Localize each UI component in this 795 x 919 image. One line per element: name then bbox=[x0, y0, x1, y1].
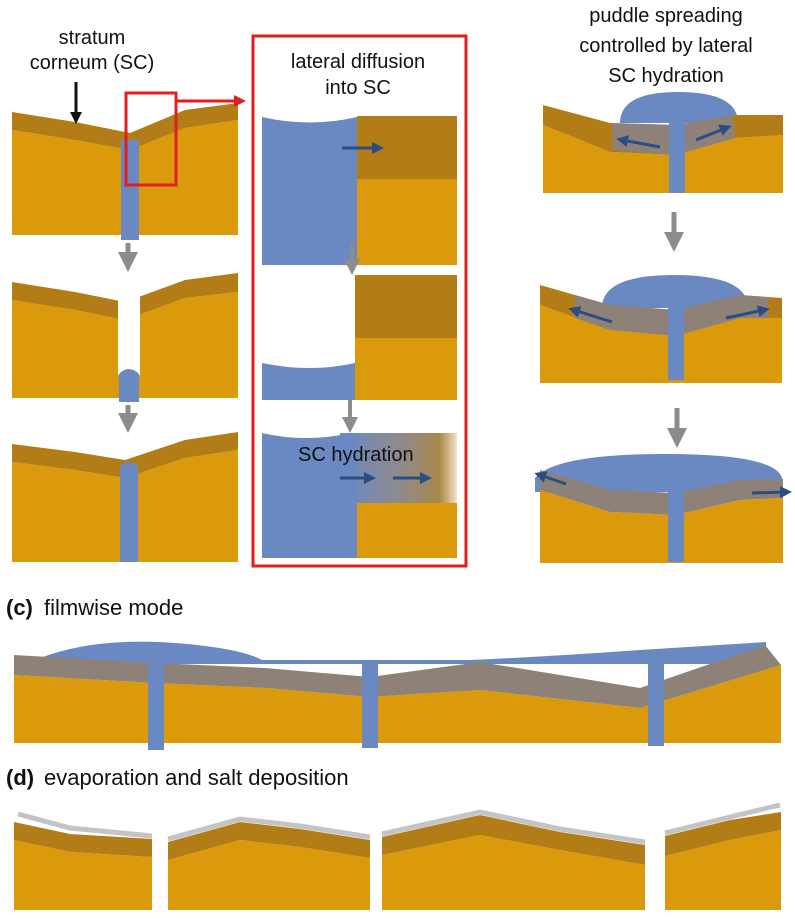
tissue-block bbox=[357, 503, 457, 558]
stratum-corneum-layer bbox=[12, 103, 238, 150]
puddle-water bbox=[535, 454, 782, 492]
zoom-panel-frame bbox=[251, 34, 468, 568]
skin-tissue bbox=[540, 490, 783, 563]
sweat-duct bbox=[668, 302, 684, 380]
spread-arrow bbox=[725, 305, 770, 320]
stratum-corneum-layer bbox=[12, 432, 238, 478]
spread-arrow bbox=[568, 306, 613, 324]
sweat-duct bbox=[668, 482, 684, 562]
skin-tissue bbox=[14, 665, 781, 743]
panel-d-segment-2 bbox=[167, 816, 371, 910]
label-sc-hydration: SC hydration bbox=[298, 444, 414, 466]
water-film bbox=[40, 641, 766, 664]
sweat-duct bbox=[119, 369, 139, 402]
label-puddle-2: controlled by lateral bbox=[579, 35, 752, 57]
sweat-duct bbox=[362, 664, 378, 748]
puddle-step1 bbox=[543, 92, 783, 193]
spread-arrow bbox=[616, 135, 661, 149]
label-puddle-1: puddle spreading bbox=[589, 5, 742, 27]
panel-d-segment-1 bbox=[14, 811, 153, 910]
sweat-duct bbox=[148, 664, 164, 750]
panel-d-title: evaporation and salt deposition bbox=[44, 765, 349, 790]
spread-arrow bbox=[695, 124, 732, 142]
panel-d-segment-4 bbox=[664, 802, 781, 910]
skin-tissue bbox=[665, 830, 781, 910]
stratum-corneum-block bbox=[355, 275, 457, 338]
skin-tissue bbox=[382, 835, 645, 910]
stratum-corneum-layer bbox=[14, 822, 152, 857]
label-puddle-3: SC hydration bbox=[608, 65, 724, 87]
panel-c-skin bbox=[14, 641, 781, 750]
panel-a-step3 bbox=[12, 432, 238, 562]
tissue-block bbox=[357, 179, 457, 265]
sweat-duct bbox=[648, 664, 664, 746]
stratum-corneum-layer bbox=[665, 812, 781, 856]
stratum-corneum-layer bbox=[12, 273, 238, 320]
sweat-duct bbox=[120, 462, 138, 562]
label-stratum: stratum bbox=[59, 27, 126, 49]
skin-tissue bbox=[14, 840, 152, 910]
zoom-step3: SC hydration bbox=[262, 433, 457, 558]
water-column bbox=[262, 363, 355, 400]
stratum-corneum-layer bbox=[168, 822, 370, 860]
label-lateral-diffusion: lateral diffusion bbox=[291, 51, 425, 73]
water-column bbox=[262, 117, 357, 265]
skin-tissue bbox=[543, 125, 783, 193]
salt-layer bbox=[17, 811, 153, 839]
hydrated-sc bbox=[540, 470, 783, 515]
panel-a-step2 bbox=[12, 273, 238, 402]
water-column bbox=[262, 433, 357, 558]
stratum-corneum-layer bbox=[382, 815, 645, 865]
salt-layer bbox=[167, 816, 371, 842]
hydrated-sc bbox=[14, 645, 781, 708]
spread-arrow bbox=[534, 471, 567, 486]
sweat-duct bbox=[669, 118, 685, 193]
skin-tissue bbox=[168, 840, 370, 910]
duct-gap bbox=[118, 285, 140, 375]
salt-layer bbox=[664, 802, 781, 836]
panel-d-segment-3 bbox=[381, 809, 646, 910]
panel-c-letter: (c) bbox=[6, 595, 33, 620]
puddle-step2 bbox=[540, 275, 782, 383]
skin-tissue bbox=[540, 305, 782, 383]
salt-layer bbox=[381, 809, 646, 845]
hydrated-sc-gradient bbox=[340, 433, 457, 503]
puddle-water bbox=[602, 275, 748, 308]
panel-d-letter: (d) bbox=[6, 765, 34, 790]
zoom-step2 bbox=[262, 275, 457, 400]
zoom-step1 bbox=[262, 116, 457, 265]
sweat-duct bbox=[121, 140, 139, 240]
label-into-sc: into SC bbox=[325, 77, 391, 99]
puddle-water bbox=[620, 92, 738, 123]
label-corneum: corneum (SC) bbox=[30, 52, 154, 74]
panel-c-title: filmwise mode bbox=[44, 595, 183, 620]
spread-arrow bbox=[751, 486, 792, 499]
zoom-box bbox=[124, 91, 178, 187]
tissue-block bbox=[355, 338, 457, 400]
puddle-step3 bbox=[534, 454, 792, 563]
